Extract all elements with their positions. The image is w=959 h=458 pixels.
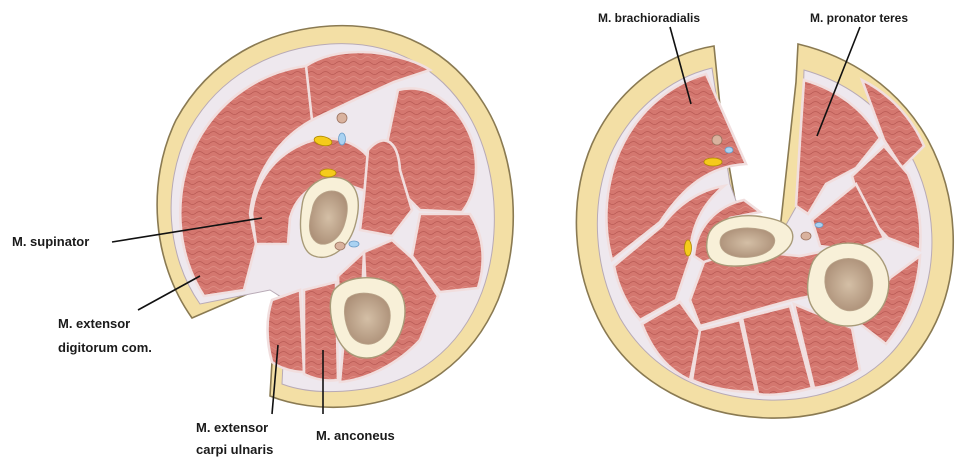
label-brachioradialis: M. brachioradialis bbox=[598, 11, 700, 25]
label-supinator: M. supinator bbox=[12, 234, 89, 249]
left-vein-upper bbox=[339, 133, 346, 145]
right-vein-lower bbox=[815, 223, 823, 228]
left-nerve-lower bbox=[320, 169, 336, 177]
label-anconeus: M. anconeus bbox=[316, 428, 395, 443]
label-pronator-teres: M. pronator teres bbox=[810, 11, 908, 25]
label-ext-digitorum-line1: M. extensor bbox=[58, 316, 130, 331]
label-ext-digitorum-line2: digitorum com. bbox=[58, 340, 152, 355]
left-artery-upper bbox=[337, 113, 347, 123]
left-ext-carpi-region bbox=[268, 290, 305, 372]
left-artery-lower bbox=[335, 242, 345, 250]
left-vein-lower bbox=[349, 241, 359, 247]
right-nerve-upper bbox=[704, 158, 722, 166]
label-ext-carpi-line2: carpi ulnaris bbox=[196, 442, 273, 457]
right-nerve-lower bbox=[685, 240, 692, 256]
right-artery-upper bbox=[712, 135, 722, 145]
right-vein-upper bbox=[725, 147, 733, 153]
label-ext-carpi-line1: M. extensor bbox=[196, 420, 268, 435]
right-artery-lower bbox=[801, 232, 811, 240]
left-cross-section bbox=[157, 26, 513, 408]
right-cross-section bbox=[576, 44, 953, 418]
